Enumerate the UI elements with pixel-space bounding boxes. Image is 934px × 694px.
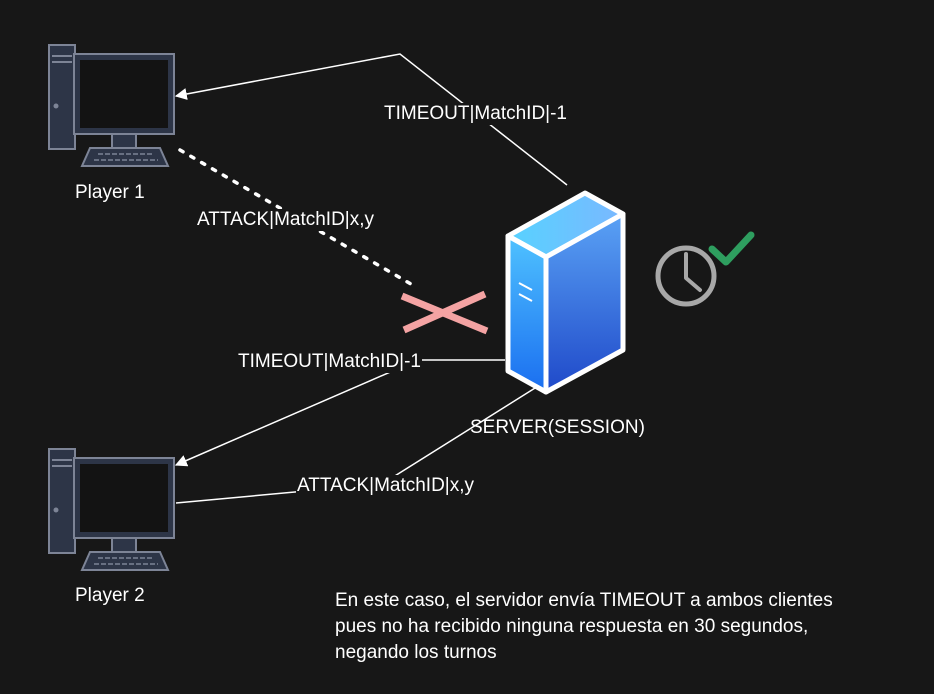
server-icon: [505, 190, 626, 395]
edge-label-attack-player1: ATTACK|MatchID|x,y: [196, 209, 376, 231]
player1-label: Player 1: [75, 182, 145, 203]
cross-icon: [400, 290, 489, 335]
computer-icon: [48, 44, 175, 167]
server-label: SERVER(SESSION): [470, 417, 645, 438]
edge-label-attack-player2: ATTACK|MatchID|x,y: [296, 475, 476, 497]
player2-label: Player 2: [75, 585, 145, 606]
edge-label-timeout-player1: TIMEOUT|MatchID|-1: [383, 103, 568, 125]
note-line: negando los turnos: [335, 642, 497, 663]
computer-icon: [48, 448, 175, 571]
edge-label-timeout-player2: TIMEOUT|MatchID|-1: [237, 351, 422, 373]
explanation-note: En este caso, el servidor envía TIMEOUT …: [335, 588, 915, 666]
edge-timeout-player1: [174, 53, 568, 186]
edge-timeout-player2: [174, 359, 505, 467]
note-line: pues no ha recibido ninguna respuesta en…: [335, 616, 809, 637]
checkmark-icon: [708, 231, 755, 266]
clock-icon: [655, 245, 717, 307]
note-line: En este caso, el servidor envía TIMEOUT …: [335, 590, 833, 611]
